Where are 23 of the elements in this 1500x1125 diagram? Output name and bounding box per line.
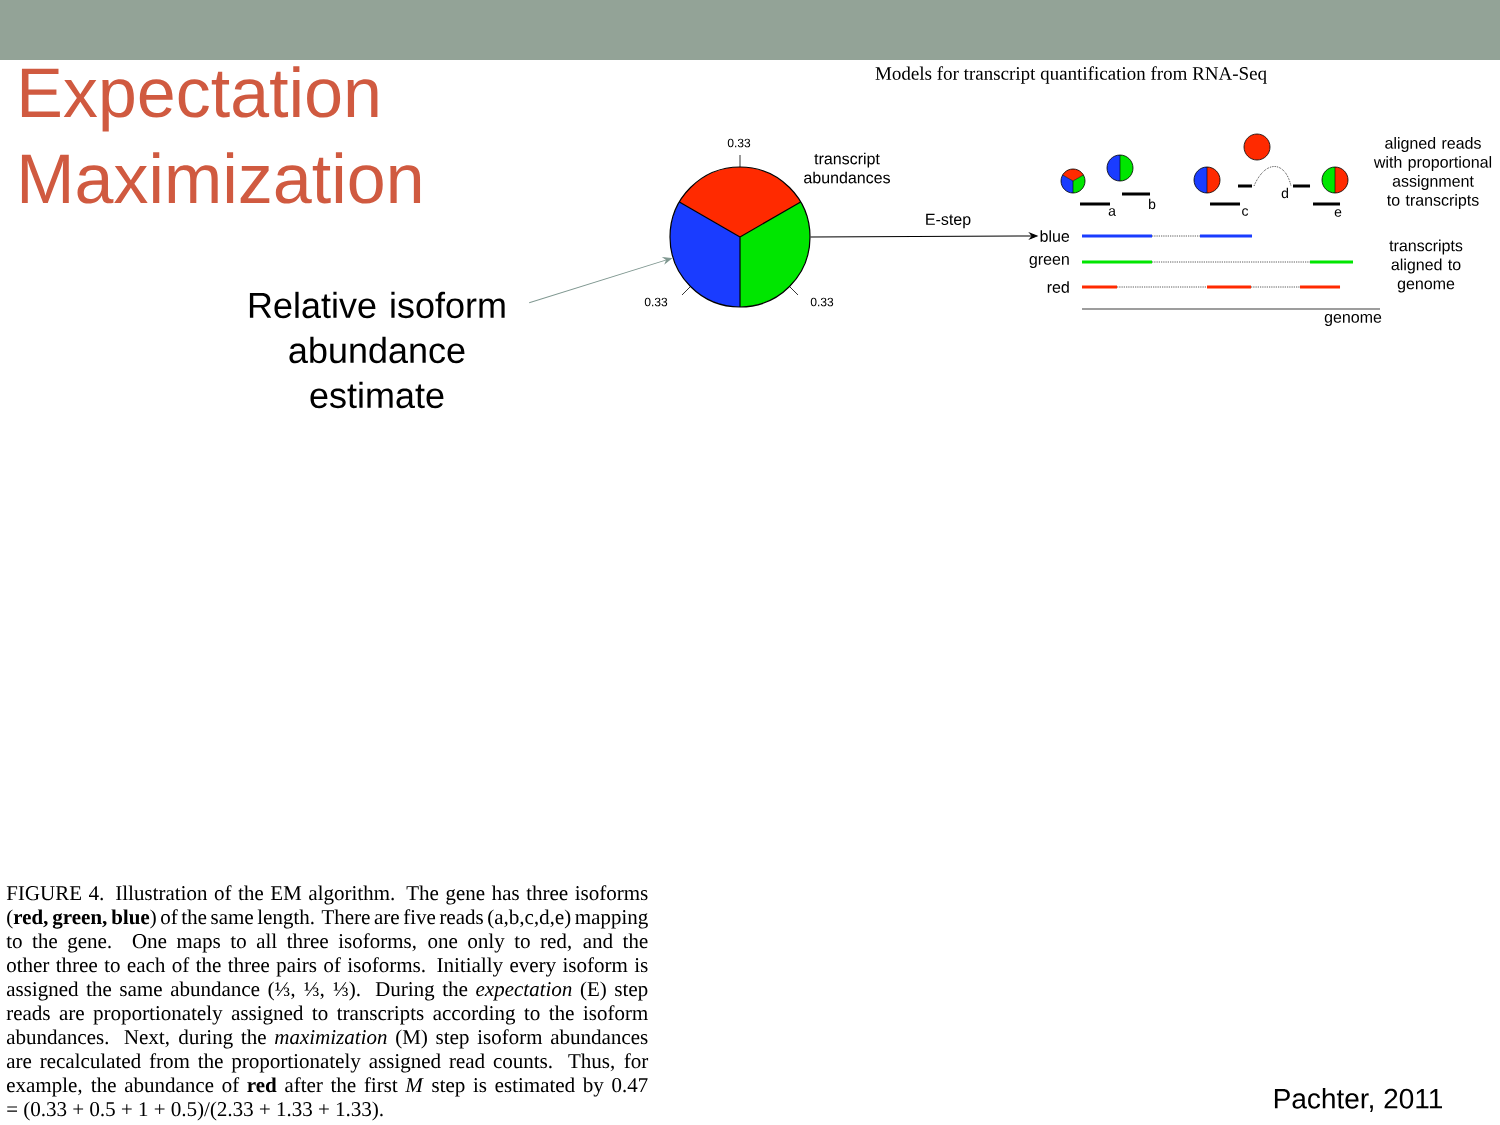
text-label: transcript abundances <box>804 152 890 184</box>
transcript-label: blue <box>1040 230 1070 242</box>
text-label: transcripts aligned to genome <box>1389 239 1463 293</box>
value-label: 0.33 <box>727 138 751 148</box>
edge-label: E-step <box>926 213 971 229</box>
arrow <box>528 257 672 304</box>
value-label: 0.33 <box>644 297 668 307</box>
read-letter: c <box>1242 208 1249 216</box>
annotation-text: Relative isoform abundance estimate <box>249 291 505 409</box>
text-label: aligned reads with proportional assignment to transcripts <box>1373 137 1492 209</box>
transcript-label: red <box>1047 281 1069 293</box>
figure-title: Models for transcript quantification from RNA-Seq <box>875 66 1267 84</box>
text-label: genome <box>1324 314 1382 326</box>
read-letter: e <box>1334 209 1342 217</box>
arrow <box>810 232 1038 240</box>
slide-title: Expectation Maximization <box>21 66 421 204</box>
figure-caption: FIGURE 4. Illustration of the EM algorithm. The gene has three isoforms (red, green, blue) of the same length. There are five reads (a,b,c,d,e) mapping to the gene. One maps to all three isoforms, one only to red, and the other three to each of the three pairs of isoforms. Initially every isoform is assigned the same abundance (⅓, ⅓, ⅓). During the expectation (E) step reads are proportionately assigned to transcripts according to the isoform abundances. Next, during the maximization (M) step isoform abundances are recalculated from the proportionately assigned read counts. Thus, for example, the abundance of red after the first M step is estimated by 0.47 = (0.33 + 0.5 + 1 + 0.5)/(2.33 + 1.33 + 1.33). <box>6 885 649 1121</box>
read-letter: b <box>1149 198 1156 210</box>
read-letter: a <box>1108 208 1116 216</box>
transcript-label: green <box>1029 256 1069 268</box>
citation: Pachter, 2011 <box>1274 1088 1442 1112</box>
value-label: 0.33 <box>810 297 834 307</box>
read-letter: d <box>1281 187 1288 199</box>
